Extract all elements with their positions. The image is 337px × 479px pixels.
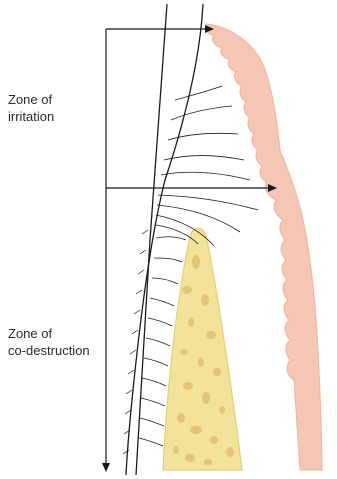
zone-of-irritation-label: Zone of irritation (8, 91, 54, 125)
tooth-outer-line (136, 4, 167, 475)
gingival-fibers (156, 86, 258, 246)
alveolar-bone (163, 228, 242, 470)
zone-of-co-destruction-label: Zone of co-destruction (8, 325, 90, 359)
arrowhead-down-icon (102, 463, 110, 472)
